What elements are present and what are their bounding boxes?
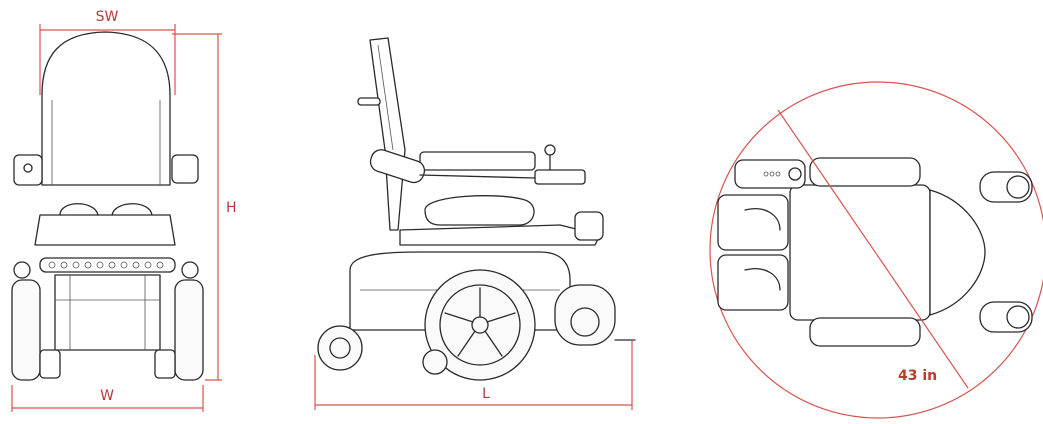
side-seat-frame [399, 224, 601, 246]
front-joystick [23, 163, 33, 173]
front-backrest [41, 31, 171, 186]
top-seat [789, 184, 931, 321]
side-front-caster [317, 325, 363, 371]
front-frame-bar [39, 257, 176, 273]
side-drive-wheel [424, 269, 536, 381]
side-armrest-rail [419, 174, 536, 179]
top-wheel-upper [979, 171, 1033, 203]
front-armrest-right [171, 154, 199, 184]
front-drive-wheel-right [174, 279, 204, 381]
front-leg-pad-right [111, 203, 153, 216]
top-armrest-upper [809, 157, 921, 187]
top-armrest-lower [809, 317, 921, 347]
front-caster-right [181, 261, 199, 279]
front-caster-left [13, 261, 31, 279]
turning-diameter-label: 43 in [898, 368, 937, 384]
diameter-line [777, 109, 969, 389]
w-label: W [100, 388, 114, 404]
front-small-wheel-left [39, 349, 61, 379]
front-view: SW H W [11, 9, 237, 412]
side-drive-wheel-spokes [444, 287, 516, 357]
top-view: 43 in [709, 81, 1043, 419]
l-label: L [482, 386, 490, 402]
front-drive-wheel-left [11, 279, 41, 381]
top-leg-pad-lower [717, 254, 789, 311]
front-seat [34, 214, 176, 246]
side-anti-tip-wheel [422, 349, 448, 375]
side-headrest-handle [357, 97, 381, 106]
sw-label: SW [96, 9, 119, 25]
top-joystick [788, 167, 802, 181]
side-backrest [369, 37, 406, 231]
side-joystick-knob [544, 144, 556, 156]
top-wheel-lower [979, 301, 1033, 333]
side-view: L [314, 37, 636, 410]
top-leg-pad-upper [717, 194, 789, 251]
top-calf-curve [744, 268, 781, 291]
h-label: H [226, 200, 237, 216]
side-calf-pad [424, 195, 535, 226]
side-rear-caster [554, 284, 616, 346]
top-calf-curve [744, 208, 781, 231]
turning-circle [709, 81, 1043, 419]
front-frame-holes [48, 261, 164, 269]
top-backrest [929, 189, 986, 316]
front-leg-pad-left [59, 203, 99, 216]
front-small-wheel-right [154, 349, 176, 379]
front-armrest-left [13, 154, 43, 186]
front-base [54, 274, 161, 351]
side-seat-cushion [419, 151, 536, 171]
side-footrest [574, 211, 604, 241]
side-controller [534, 169, 586, 185]
